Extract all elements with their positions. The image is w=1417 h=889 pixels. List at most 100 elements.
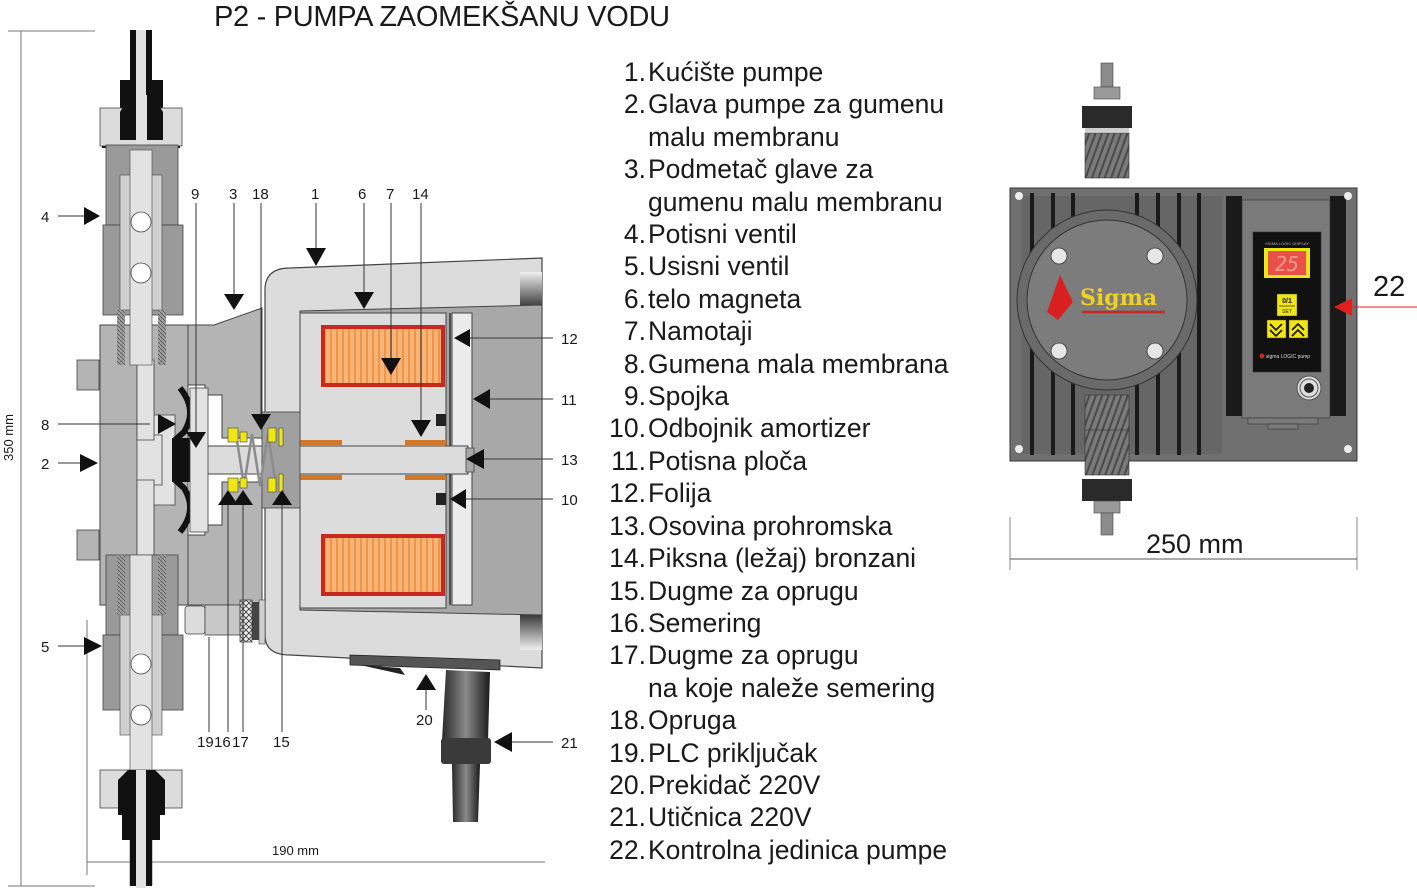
callout-17: 17 [232, 734, 249, 751]
legend-item: 9.Spojka [596, 380, 948, 412]
legend-text: Piksna (ležaj) bronzani [648, 543, 917, 574]
suction-valve [99, 554, 184, 888]
legend-item-continuation: na koje naleže semering [596, 672, 948, 704]
legend-number: 18. [609, 705, 646, 736]
legend-text: Prekidač 220V [648, 769, 821, 800]
legend-text: Usisni ventil [648, 251, 790, 282]
legend-item: 11.Potisna ploča [596, 445, 948, 477]
cable-gland [1296, 375, 1322, 401]
head-bolts [1050, 247, 1164, 360]
callout-1: 1 [311, 186, 319, 203]
callout-2: 2 [41, 456, 49, 473]
legend-text: Semering [648, 607, 762, 638]
legend-number: 2. [623, 89, 646, 120]
legend-number: 5. [623, 251, 646, 282]
dimension-label-height: 350 mm [1, 414, 16, 461]
legend-text: Dugme za oprugu [648, 640, 859, 671]
legend-number: 3. [623, 154, 646, 185]
legend-item: 20.Prekidač 220V [596, 769, 948, 801]
legend-text: Odbojnik amortizer [648, 413, 871, 444]
legend-number: 15. [609, 575, 646, 606]
callout-4: 4 [41, 209, 49, 226]
legend-text: Kontrolna jedinica pumpe [648, 834, 948, 865]
legend-item: 1.Kućište pumpe [596, 56, 948, 88]
callout-6: 6 [358, 186, 366, 203]
chevron-up-icon [1291, 322, 1305, 337]
legend-item: 19.PLC priključak [596, 737, 948, 769]
callout-18: 18 [252, 186, 269, 203]
coil-bottom [321, 534, 445, 596]
legend-item: 21.Utičnica 220V [596, 801, 948, 833]
legend-number: 20. [609, 769, 646, 800]
front-view: Sigma SIGMA LOGIC DISPLAY 25 0/1 [1009, 62, 1417, 536]
legend-number: 10. [609, 413, 646, 444]
callout-13: 13 [561, 452, 578, 469]
legend-item: 5.Usisni ventil [596, 250, 948, 282]
callout-21: 21 [561, 735, 578, 752]
legend-number: 13. [609, 510, 646, 541]
legend-item: 8.Gumena mala membrana [596, 348, 949, 380]
legend-number: 11. [611, 445, 646, 476]
legend-item: 12.Folija [596, 477, 948, 509]
legend-item: 14.Piksna (ležaj) bronzani [596, 542, 948, 574]
legend-number: 22. [609, 834, 646, 865]
up-button[interactable] [1288, 319, 1309, 339]
callout-labels: 9 3 18 1 6 7 14 4 8 2 5 12 11 13 10 21 1… [41, 186, 578, 752]
callout-3: 3 [229, 186, 237, 203]
legend-item: 3.Podmetač glave za [596, 153, 948, 185]
brand-logo-text: Sigma [1080, 285, 1157, 311]
callout-9: 9 [191, 186, 199, 203]
legend-text: Potisna ploča [648, 445, 808, 476]
legend-text: Opruga [648, 705, 737, 736]
dimension-250mm: 250 mm [1009, 517, 1358, 570]
display-caption: SIGMA LOGIC DISPLAY [1265, 241, 1309, 246]
bolt-top [76, 359, 100, 391]
power-switch [349, 654, 501, 675]
legend-number: 6. [623, 283, 646, 314]
legend-number: 14. [609, 543, 646, 574]
legend-text: Osovina prohromska [648, 510, 893, 541]
legend-number: 4. [623, 219, 646, 250]
down-button[interactable] [1266, 319, 1287, 339]
legend-text: Folija [648, 478, 712, 509]
legend-text: Namotaji [648, 316, 753, 347]
legend-item: 17.Dugme za oprugu [596, 639, 948, 671]
callout-19: 19 [197, 734, 214, 751]
legend-text: malu membranu [648, 121, 840, 152]
legend-text: Gumena mala membrana [648, 348, 949, 379]
legend-item: 10.Odbojnik amortizer [596, 412, 948, 444]
callout-arrowheads [80, 207, 512, 752]
power-cable [441, 670, 491, 822]
callout-8: 8 [41, 417, 49, 434]
legend-number: 9. [623, 381, 646, 412]
legend-text: Spojka [648, 381, 730, 412]
dimension-label-width: 250 mm [1146, 529, 1244, 559]
control-panel: SIGMA LOGIC DISPLAY 25 0/1 SET [1252, 231, 1322, 373]
callout-5: 5 [41, 639, 49, 656]
legend-item: 4.Potisni ventil [596, 218, 948, 250]
legend-text: Kućište pumpe [648, 57, 824, 87]
legend-number: 1. [623, 57, 646, 87]
set-button[interactable]: 0/1 SET [1276, 293, 1298, 317]
legend-item-continuation: malu membranu [596, 121, 948, 153]
shaft [189, 445, 475, 475]
callout-22: 22 [1373, 271, 1405, 303]
legend-item: 15.Dugme za oprugu [596, 575, 948, 607]
callout-14: 14 [412, 186, 429, 203]
legend-text: Utičnica 220V [648, 802, 812, 833]
legend-text: Dugme za oprugu [648, 575, 859, 606]
callout-16: 16 [214, 734, 231, 751]
callout-7: 7 [386, 186, 394, 203]
svg-text:0/1: 0/1 [1282, 298, 1292, 305]
diagram-title: P2 - PUMPA ZAOMEKŠANU VODU [214, 1, 670, 33]
display-readout: 25 [1275, 252, 1299, 276]
legend-text: na koje naleže semering [648, 672, 936, 703]
dimension-350mm: 350 mm [1, 30, 95, 887]
callouts [58, 203, 553, 743]
spring-assembly [227, 427, 284, 493]
legend-number: 21. [609, 802, 646, 833]
sigma-flame-icon [1047, 275, 1073, 320]
callout-15: 15 [273, 734, 290, 751]
